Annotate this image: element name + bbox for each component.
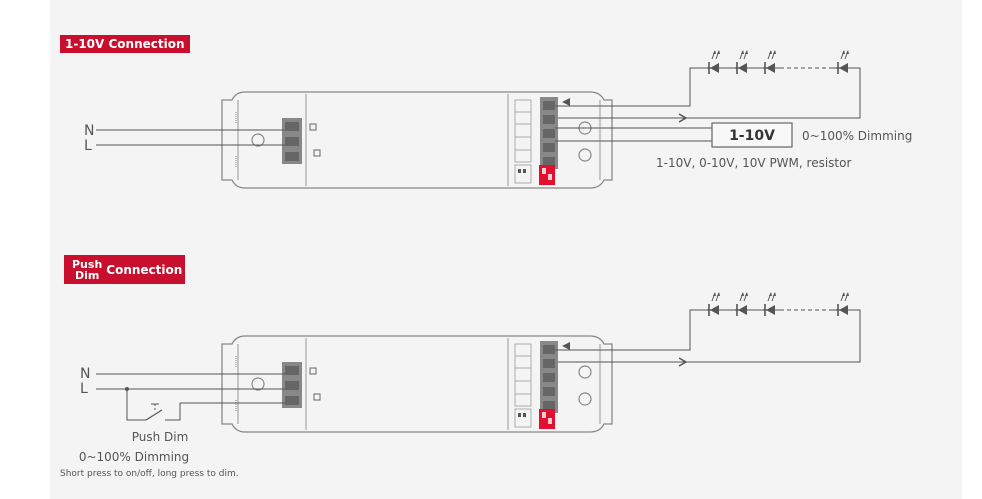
led-group-2: [706, 291, 850, 317]
led-icon: [762, 49, 777, 75]
arrow-led-in-2: [562, 342, 570, 350]
arrow-led-in-1: [562, 98, 570, 106]
arrow-led-out-2: [678, 357, 688, 367]
label-n-1: N: [84, 123, 94, 139]
led-icon: [835, 49, 850, 75]
section-title-1-10v: 1-10V Connection: [60, 35, 190, 53]
connection-word: Connection: [106, 262, 183, 277]
push-dim-stack: Push Dim: [64, 259, 106, 281]
push-dim-label: Push Dim: [132, 430, 189, 444]
label-l-1: L: [84, 138, 92, 154]
driver-unit-2: [221, 335, 613, 433]
section-title-push-dim: Push Dim Connection: [64, 255, 185, 284]
push-word: Push: [72, 257, 103, 271]
switch-lead-right: [165, 403, 181, 421]
dimmer-box: [711, 122, 793, 148]
push-switch-icon: [145, 409, 163, 421]
led-group-1: [706, 49, 850, 75]
dim-word: Dim: [74, 268, 100, 282]
signal-types: 1-10V, 0-10V, 10V PWM, resistor: [656, 156, 851, 170]
led-icon: [734, 291, 749, 317]
dimming-range-2: 0~100% Dimming: [79, 450, 189, 464]
label-n-2: N: [80, 366, 90, 382]
dimmer-box-label: 1-10V: [729, 128, 775, 144]
push-dim-note: Short press to on/off, long press to dim…: [60, 469, 239, 479]
led-icon: [706, 291, 721, 317]
led-icon: [706, 49, 721, 75]
section-title-text: 1-10V Connection: [65, 37, 185, 51]
dimming-range-1: 0~100% Dimming: [802, 129, 912, 143]
driver-unit-1: [221, 91, 613, 189]
led-icon: [734, 49, 749, 75]
arrow-led-out-1: [678, 113, 688, 123]
led-icon: [762, 291, 777, 317]
label-l-2: L: [80, 381, 88, 397]
switch-lead-left: [126, 389, 146, 421]
led-icon: [835, 291, 850, 317]
